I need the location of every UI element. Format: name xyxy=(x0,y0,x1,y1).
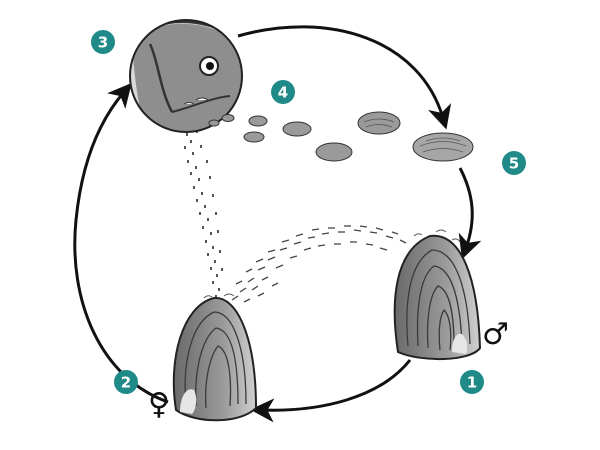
step-number: 1 xyxy=(467,374,477,392)
arrow-3-to-5 xyxy=(237,25,452,130)
step-badge-5: 5 xyxy=(502,151,526,175)
mussel-shell-icon xyxy=(315,142,353,162)
sperm-stream xyxy=(231,225,407,303)
mussel-shell-icon xyxy=(208,119,220,127)
arrow-5-to-1 xyxy=(458,167,482,260)
female-mussel-shell-icon xyxy=(172,293,258,422)
mussel-shell-icon xyxy=(243,131,265,143)
step-number: 5 xyxy=(509,155,519,173)
step-number: 4 xyxy=(278,84,288,102)
mussel-shell-icon xyxy=(412,132,474,162)
mussel-shell-icon xyxy=(248,115,268,127)
step-badge-3: 3 xyxy=(91,30,115,54)
mussel-shell-icon xyxy=(282,121,312,137)
male-mussel-shell-icon xyxy=(393,229,482,360)
step-number: 2 xyxy=(121,374,131,392)
arrow-2-to-3 xyxy=(73,82,169,404)
arrow-1-to-2 xyxy=(250,359,412,423)
step-badge-1: 1 xyxy=(460,370,484,394)
juvenile-mussels xyxy=(208,111,474,162)
mussel-shell-icon xyxy=(357,111,401,135)
fish-icon xyxy=(129,19,243,133)
male-symbol-icon: ♂ xyxy=(482,317,509,352)
step-badge-4: 4 xyxy=(271,80,295,104)
glochidia-stream xyxy=(182,126,223,298)
step-badge-2: 2 xyxy=(114,370,138,394)
step-number: 3 xyxy=(98,34,108,52)
female-symbol-icon: ♀ xyxy=(148,387,170,422)
mussel-shell-icon xyxy=(221,114,235,122)
